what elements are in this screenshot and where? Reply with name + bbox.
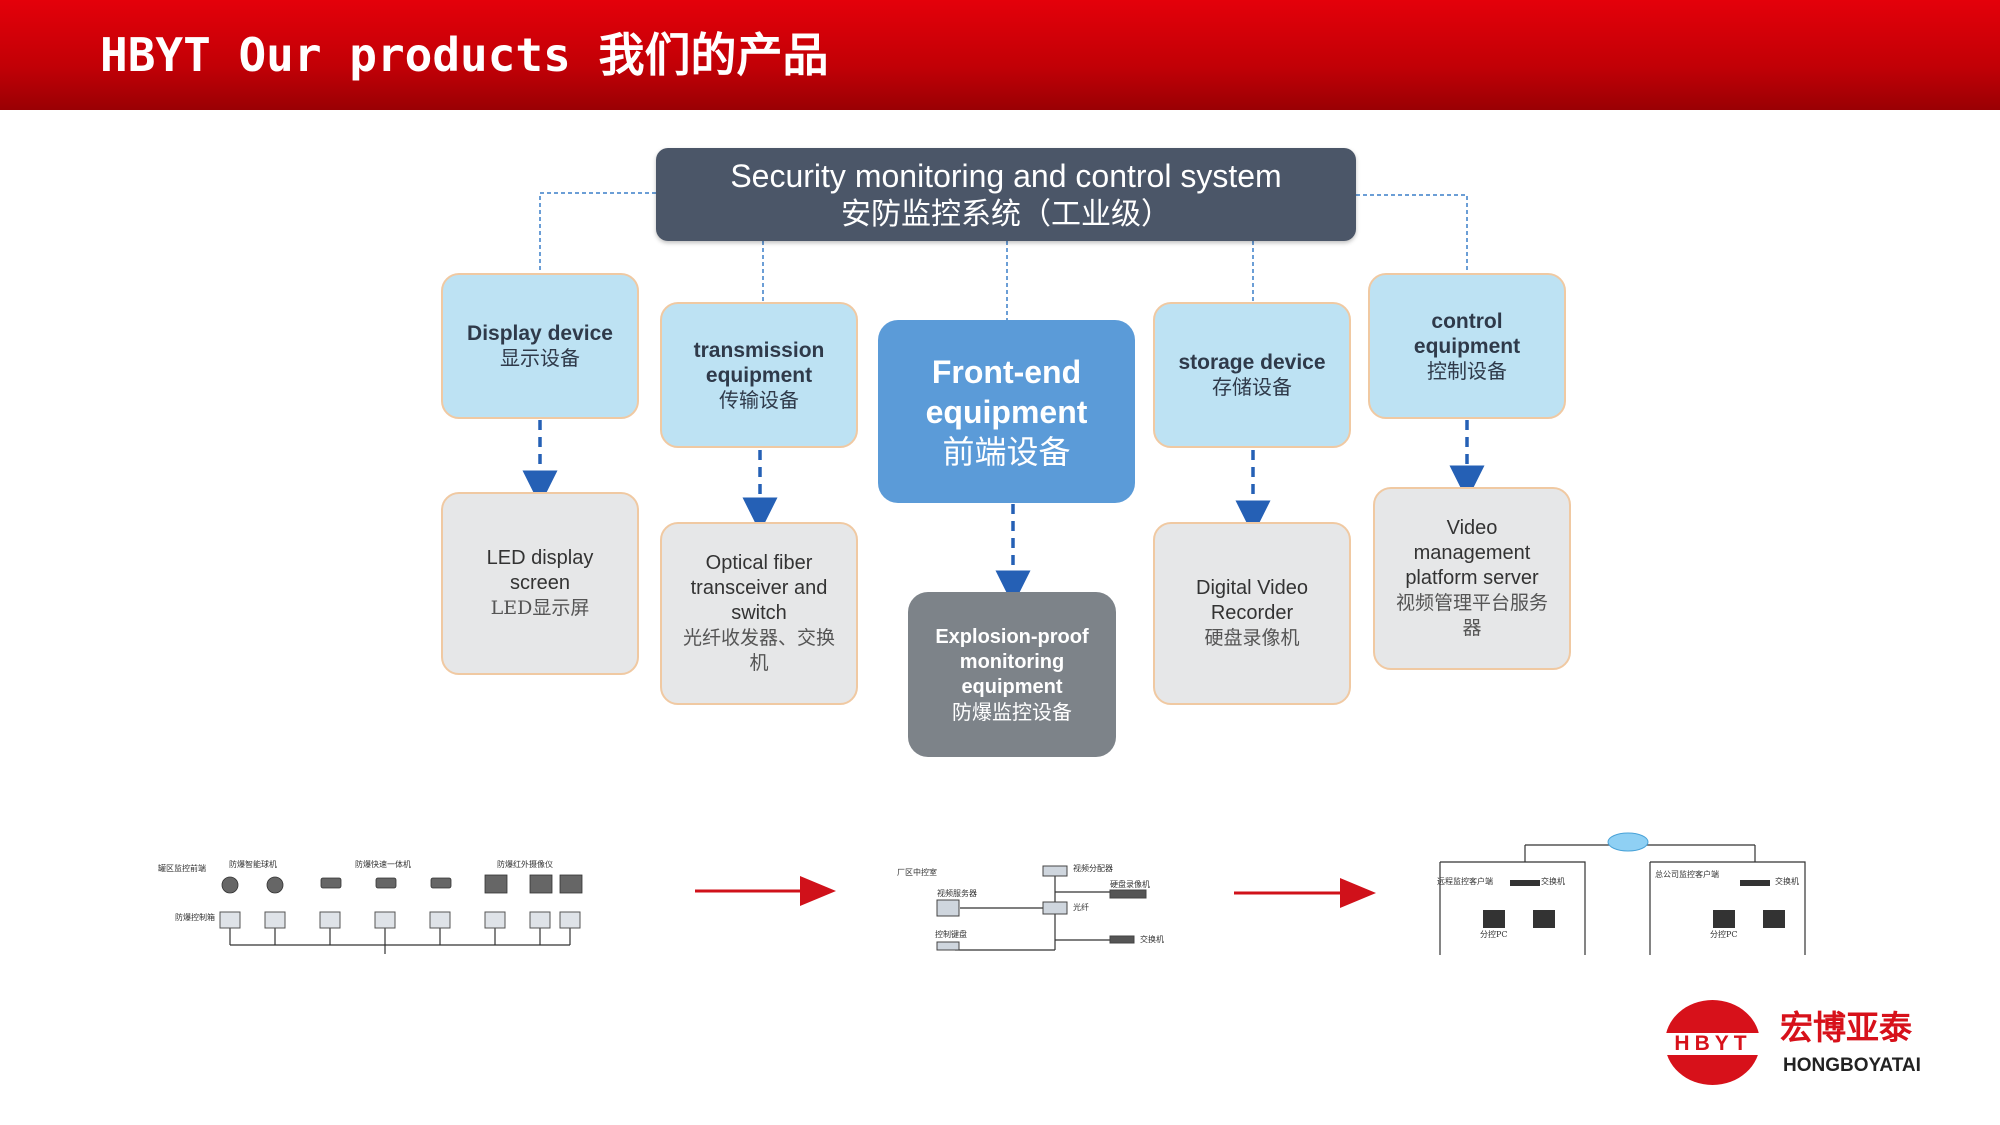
category-label-en: control equipment — [1413, 309, 1521, 358]
control-room-topology-drawing: 厂区中控室 视频服务器 控制键盘 视频分配器 硬盘录像机 光纤 交换机 — [897, 863, 1164, 951]
item-label-en: LED display screen — [486, 547, 594, 594]
category-transmission-equipment: transmission equipment 传输设备 — [660, 302, 858, 448]
control-room-topology-thumbnail: 厂区中控室 视频服务器 控制键盘 视频分配器 硬盘录像机 光纤 交换机 — [895, 850, 1165, 960]
logo-mark-text: HBYT — [1674, 1032, 1752, 1055]
dome-camera-label: 防爆智能球机 — [229, 859, 277, 869]
category-display-device: Display device 显示设备 — [441, 273, 639, 419]
category-label-zh: 控制设备 — [1427, 358, 1507, 383]
category-label-zh: 传输设备 — [719, 387, 799, 412]
item-digital-video-recorder: Digital Video Recorder 硬盘录像机 — [1153, 522, 1351, 705]
title-banner: HBYT Our products 我们的产品 — [0, 0, 2000, 110]
speed-camera-label: 防爆快速一体机 — [355, 859, 411, 869]
headquarters-client-label: 总公司监控客户端 — [1655, 869, 1719, 879]
connector-root-display — [539, 192, 656, 273]
root-title-zh: 安防监控系统（工业级） — [841, 196, 1171, 232]
item-led-display-screen: LED display screen LED显示屏 — [441, 492, 639, 675]
category-label-en: Display device — [467, 322, 613, 345]
connector-root-control — [1356, 194, 1468, 273]
category-label-zh: 显示设备 — [500, 346, 580, 370]
category-control-equipment: control equipment 控制设备 — [1368, 273, 1566, 419]
root-system-box: Security monitoring and control system 安… — [656, 148, 1356, 241]
item-explosion-proof-monitoring: Explosion-proof monitoring equipment 防爆监… — [908, 592, 1116, 757]
item-label-zh: 防爆监控设备 — [952, 699, 1072, 724]
item-label-zh: 硬盘录像机 — [1204, 627, 1300, 649]
front-end-area-label: 罐区监控前端 — [158, 863, 206, 873]
infrared-camera-label: 防爆红外摄像仪 — [497, 859, 553, 869]
remote-client-label: 远程监控客户端 — [1437, 876, 1493, 886]
dvr-label: 硬盘录像机 — [1110, 879, 1150, 889]
item-video-management-server: Video management platform server 视频管理平台服… — [1373, 487, 1571, 670]
video-server-label: 视频服务器 — [937, 888, 977, 898]
category-storage-device: storage device 存储设备 — [1153, 302, 1351, 448]
explosion-control-box-label: 防爆控制箱 — [175, 912, 215, 922]
item-label-en: Optical fiber transceiver and switch — [690, 552, 828, 624]
logo-chinese-name: 宏博亚泰 — [1780, 1008, 1912, 1047]
item-label-zh: 视频管理平台服务器 — [1395, 592, 1548, 639]
right-pc-label: 分控PC — [1710, 929, 1738, 939]
item-label-zh: LED显示屏 — [490, 597, 590, 619]
control-keyboard-label: 控制键盘 — [935, 929, 967, 939]
logo-english-name: HONGBOYATAI — [1783, 1055, 1921, 1076]
category-front-end-equipment: Front-end equipment 前端设备 — [878, 320, 1135, 503]
item-label-zh: 光纤收发器、交换机 — [682, 627, 835, 674]
video-distributor-label: 视频分配器 — [1073, 863, 1113, 873]
fiber-label: 光纤 — [1073, 902, 1089, 912]
left-pc-label: 分控PC — [1480, 929, 1508, 939]
category-label-en: storage device — [1178, 351, 1326, 374]
cloud-icon — [1607, 832, 1649, 852]
item-label-en: Digital Video Recorder — [1196, 577, 1308, 624]
right-switch-label: 交换机 — [1775, 876, 1799, 886]
category-label-zh: 存储设备 — [1212, 375, 1292, 399]
page-title: HBYT Our products 我们的产品 — [100, 28, 829, 82]
logo-band — [1661, 1033, 1765, 1055]
root-title-en: Security monitoring and control system — [730, 157, 1282, 194]
item-label-en: Explosion-proof monitoring equipment — [935, 625, 1089, 698]
category-label-en: Front-end equipment — [925, 353, 1088, 430]
company-logo: HBYT 宏博亚泰 HONGBOYATAI — [1661, 1000, 1955, 1090]
front-end-topology-drawing: 罐区监控前端 防爆控制箱 防爆智能球机 防爆快速一体机 防爆红外摄像仪 — [158, 859, 583, 954]
left-switch-label: 交换机 — [1541, 876, 1565, 886]
front-end-topology-thumbnail: 罐区监控前端 防爆控制箱 防爆智能球机 防爆快速一体机 防爆红外摄像仪 — [145, 850, 610, 955]
control-room-label: 厂区中控室 — [897, 867, 937, 877]
remote-client-topology-drawing: 远程监控客户端 总公司监控客户端 交换机 交换机 分控PC 分控PC — [1437, 832, 1806, 955]
remote-client-topology-thumbnail: 远程监控客户端 总公司监控客户端 交换机 交换机 分控PC 分控PC — [1435, 830, 1810, 958]
category-label-en: transmission equipment — [693, 338, 825, 387]
item-label-en: Video management platform server — [1405, 517, 1539, 589]
category-label-zh: 前端设备 — [942, 432, 1071, 471]
item-optical-fiber-transceiver: Optical fiber transceiver and switch 光纤收… — [660, 522, 858, 705]
switch-label: 交换机 — [1140, 934, 1164, 944]
